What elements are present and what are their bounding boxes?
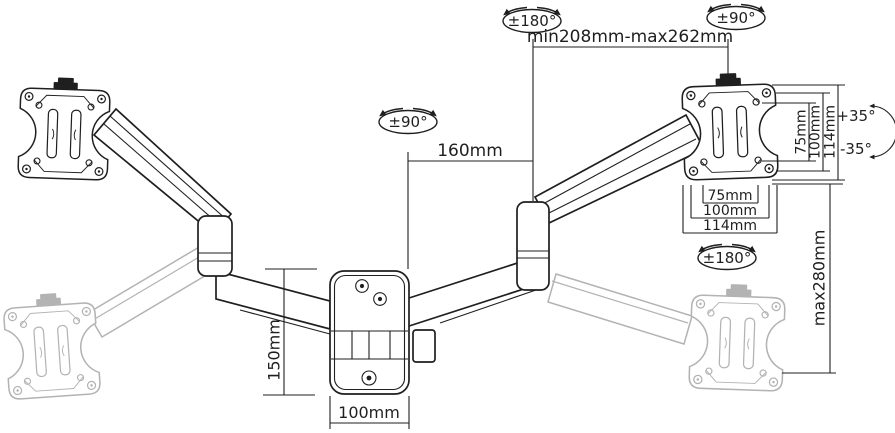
left-vesa-plate xyxy=(17,75,112,181)
dim-label-vertical-range: max280mm xyxy=(810,230,829,327)
wall-screw xyxy=(361,370,377,386)
ghost-left-vesa-plate xyxy=(1,289,102,401)
ghost-right-arm xyxy=(547,273,693,345)
rotation-top-right-label: ±90° xyxy=(716,9,755,27)
dim-label-vesa-horizontal-75: 75mm xyxy=(707,188,752,204)
dim-label-vesa-vertical-100: 100mm xyxy=(808,105,824,159)
dim-label-wall-plate-height: 150mm xyxy=(265,319,284,381)
rotation-badge-top: ±180° xyxy=(503,8,561,33)
dimension-lines xyxy=(263,39,895,429)
rotation-badge-left: ±90° xyxy=(379,109,437,134)
rotation-badge-top-right: ±90° xyxy=(707,5,765,30)
right-elbow-joint xyxy=(516,201,550,291)
dim-label-vesa-horizontal-100: 100mm xyxy=(703,203,757,219)
right-vesa-plate xyxy=(680,70,779,181)
dim-label-wall-plate-width: 100mm xyxy=(338,403,400,422)
wall-screw xyxy=(355,279,369,293)
rotation-left-label: ±90° xyxy=(388,113,427,131)
rotation-top-label: ±180° xyxy=(508,12,557,30)
right-gas-spring-arm xyxy=(533,113,706,225)
tilt-arrow-icon xyxy=(869,103,895,160)
wall-mount-plate xyxy=(329,270,410,395)
dim-label-tilt-up: +35° xyxy=(836,107,875,125)
wall-screw xyxy=(373,292,387,306)
rotation-right-label: ±180° xyxy=(703,249,752,267)
dim-label-wall-to-joint: 160mm xyxy=(437,141,503,161)
ghost-right-vesa-plate xyxy=(688,281,787,392)
dim-label-vesa-vertical-114: 114mm xyxy=(823,105,839,159)
dim-label-horizontal-range: min208mm-max262mm xyxy=(527,27,733,47)
right-arm-hinge-knuckle xyxy=(412,329,436,363)
left-elbow-joint xyxy=(197,215,233,277)
rotation-badge-right: ±180° xyxy=(698,245,756,270)
dim-label-vesa-vertical-75: 75mm xyxy=(794,109,810,154)
dim-label-tilt-down: -35° xyxy=(840,140,872,158)
dim-label-vesa-horizontal-114: 114mm xyxy=(703,218,757,234)
